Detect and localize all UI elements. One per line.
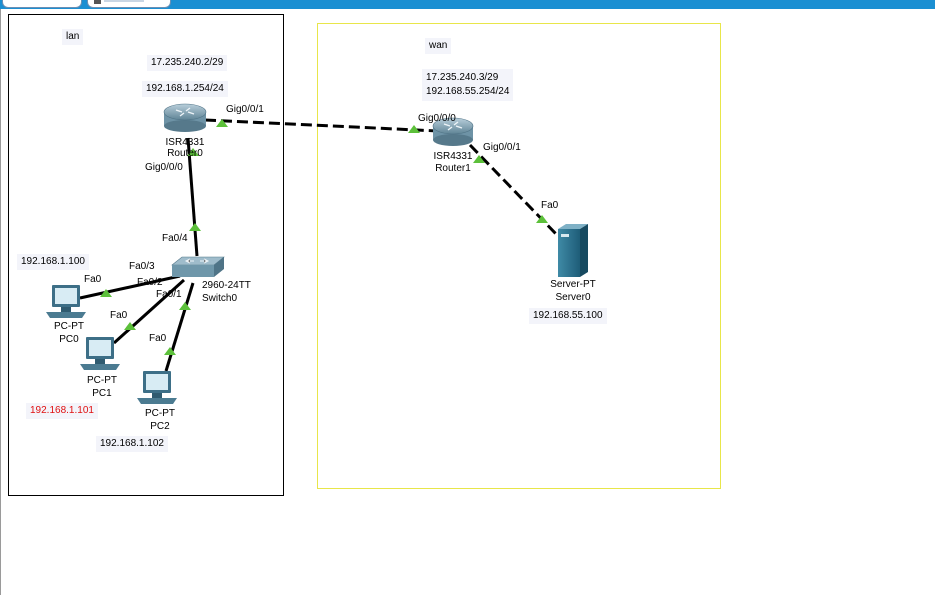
router0-port-wan: Gig0/0/1 [226, 104, 264, 115]
link-switch-pc0[interactable] [79, 274, 181, 300]
link-up-indicator [179, 302, 191, 310]
switch0-port-pc0: Fa0/3 [129, 261, 155, 272]
link-up-indicator [100, 289, 112, 297]
router0-model: ISR4331 [165, 137, 205, 148]
link-up-indicator [164, 347, 176, 355]
link-up-indicator [216, 119, 228, 127]
server0-port: Fa0 [541, 200, 559, 211]
server0-model: Server-PT [550, 279, 596, 290]
pc1-icon[interactable] [80, 337, 120, 370]
workspace-border [0, 9, 1, 595]
lan-label: lan [62, 29, 84, 45]
pc0-port: Fa0 [84, 274, 102, 285]
link-switch-pc2[interactable] [164, 282, 195, 372]
pc2-model: PC-PT [145, 408, 175, 419]
pc0-ip: 192.168.1.100 [17, 254, 89, 270]
link-up-indicator [536, 215, 548, 223]
pc1-ip: 192.168.1.101 [26, 403, 98, 419]
switch0-port-uplink: Fa0/4 [162, 233, 188, 244]
switch0-icon[interactable] [171, 256, 225, 277]
server0-name: Server0 [555, 292, 591, 303]
router1-port-srv: Gig0/0/1 [483, 142, 521, 153]
wan-label: wan [425, 38, 452, 54]
physical-tab[interactable] [87, 0, 171, 8]
router0-name: Router0 [167, 148, 203, 159]
tab-label-placeholder [104, 0, 144, 2]
router0-port-lan: Gig0/0/0 [145, 162, 183, 173]
link-up-indicator [408, 125, 420, 133]
link-up-indicator [473, 155, 485, 163]
switch0-port-pc1: Fa0/2 [137, 277, 163, 288]
link-up-indicator [124, 322, 136, 330]
pc1-name: PC1 [92, 388, 112, 399]
router1-name: Router1 [435, 163, 471, 174]
router1-model: ISR4331 [433, 151, 473, 162]
workspace-icon [94, 0, 101, 4]
link-switch-pc1[interactable] [112, 278, 186, 345]
pc0-name: PC0 [59, 334, 79, 345]
pc2-name: PC2 [150, 421, 170, 432]
pc2-icon[interactable] [137, 371, 177, 404]
switch0-port-pc2: Fa0/1 [156, 289, 182, 300]
lan-cluster[interactable] [8, 14, 284, 496]
wan-link-r0-r1[interactable] [204, 118, 439, 133]
title-bar [0, 0, 935, 9]
pc1-model: PC-PT [87, 375, 117, 386]
pc0-model: PC-PT [54, 321, 84, 332]
link-up-indicator [187, 148, 199, 156]
router1-port-wan: Gig0/0/0 [418, 113, 456, 124]
pc2-port: Fa0 [149, 333, 167, 344]
logical-tab[interactable] [2, 0, 82, 8]
router1-wan-ip: 17.235.240.3/29 [426, 72, 499, 83]
switch0-model: 2960-24TT [202, 280, 251, 291]
router0-icon[interactable] [163, 103, 207, 132]
server0-icon[interactable] [558, 224, 588, 277]
router1-icon[interactable] [432, 117, 474, 146]
pc2-ip: 192.168.1.102 [96, 436, 168, 452]
wan-cluster[interactable] [317, 23, 721, 489]
pc1-port: Fa0 [110, 310, 128, 321]
server0-ip: 192.168.55.100 [529, 308, 607, 324]
router1-lan-ip: 192.168.55.254/24 [426, 86, 510, 97]
switch0-name: Switch0 [202, 293, 238, 304]
router0-wan-ip: 17.235.240.2/29 [147, 55, 228, 71]
link-r0-switch[interactable] [186, 137, 199, 257]
router0-lan-ip: 192.168.1.254/24 [142, 81, 228, 97]
pc0-icon[interactable] [46, 285, 86, 318]
router1-ip-note: 17.235.240.3/29 192.168.55.254/24 [422, 69, 514, 101]
link-up-indicator [189, 223, 201, 231]
